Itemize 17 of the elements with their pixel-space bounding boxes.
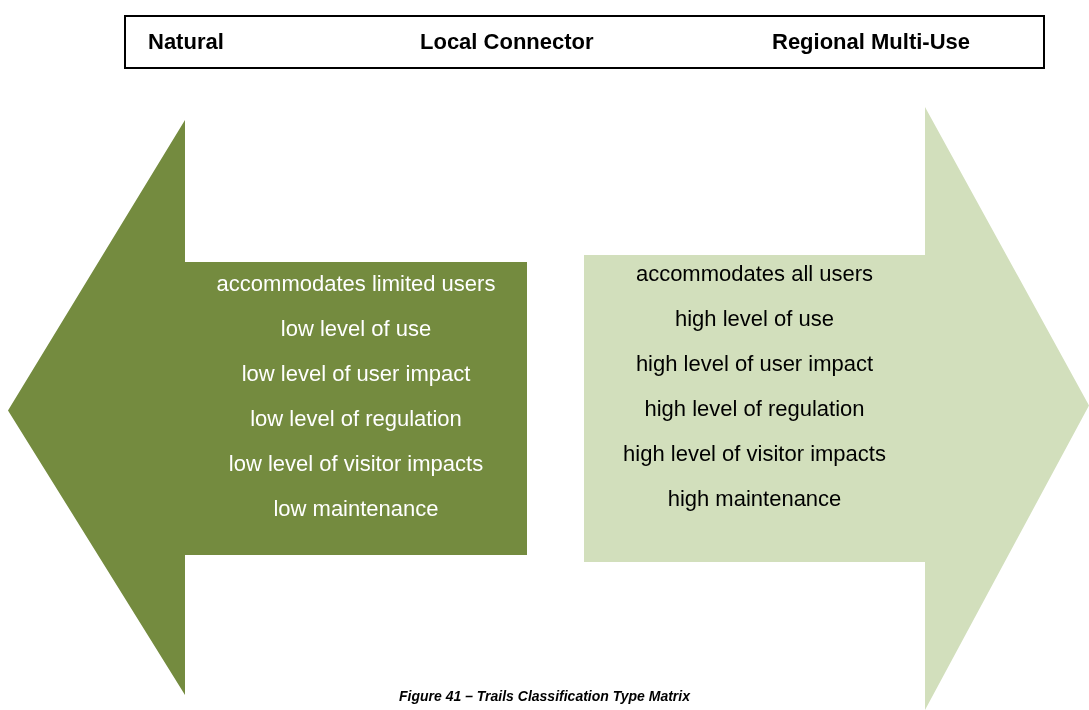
arrow-text: accommodates limited users xyxy=(215,271,497,297)
arrow-text: low maintenance xyxy=(272,496,440,522)
figure-caption: Figure 41 – Trails Classification Type Matrix xyxy=(398,688,691,704)
column-heading: Local Connector xyxy=(420,29,594,55)
arrow-text: high level of use xyxy=(674,306,835,332)
arrow-text: high maintenance xyxy=(666,486,843,512)
arrow-text: accommodates all users xyxy=(634,261,875,287)
column-heading: Regional Multi-Use xyxy=(772,29,970,55)
arrow-text: high level of regulation xyxy=(643,396,866,422)
column-heading: Natural xyxy=(148,29,224,55)
arrow-text: low level of regulation xyxy=(249,406,463,432)
header-box xyxy=(124,15,1045,69)
arrow-text: low level of user impact xyxy=(240,361,472,387)
arrow-text: high level of visitor impacts xyxy=(622,441,887,467)
arrow-text: low level of use xyxy=(279,316,433,342)
arrow-text: high level of user impact xyxy=(634,351,875,377)
arrow-text: low level of visitor impacts xyxy=(227,451,485,477)
